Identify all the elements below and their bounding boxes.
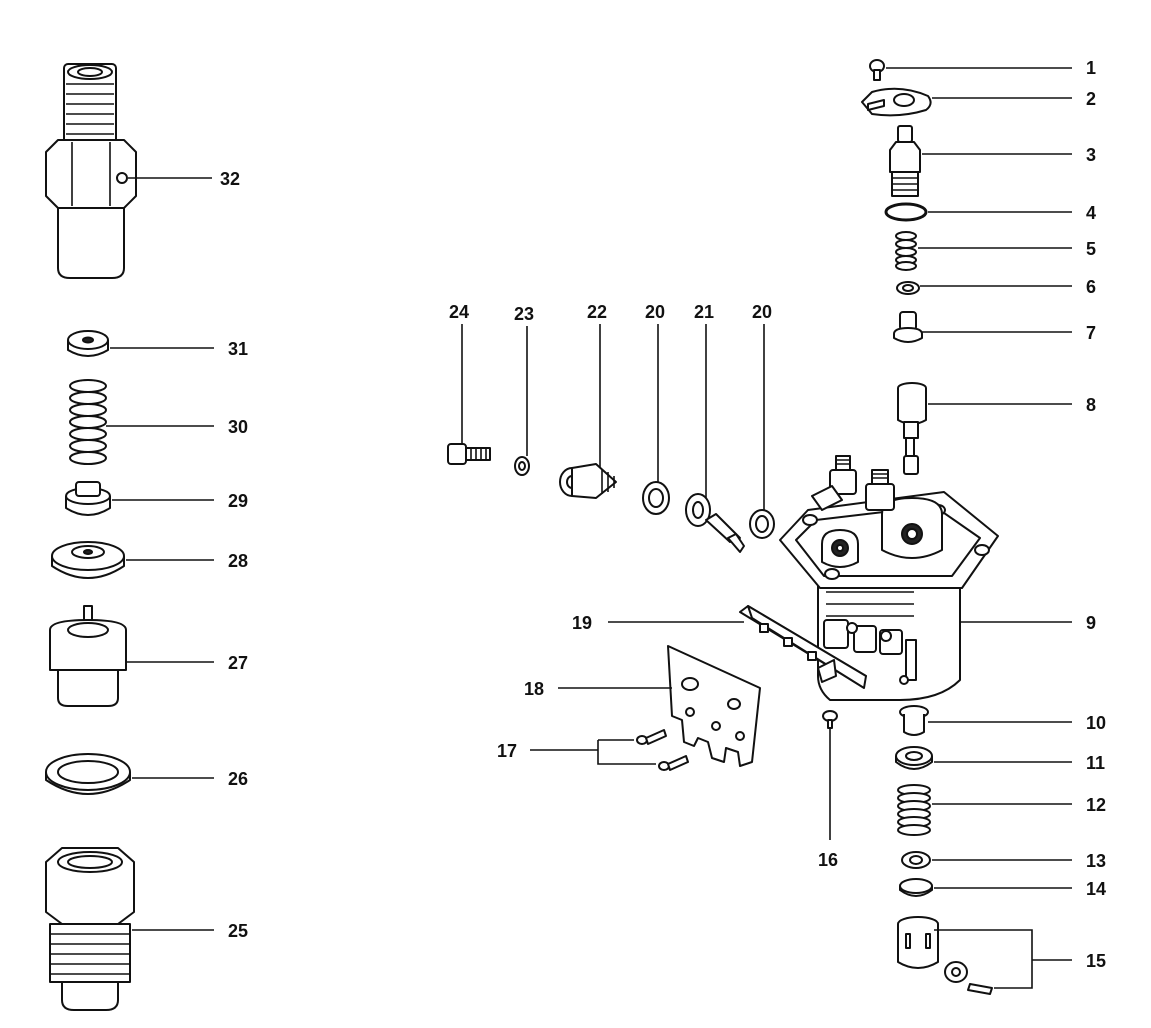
part-17-screws bbox=[636, 729, 689, 771]
part-29-spring-seat bbox=[65, 481, 111, 516]
part-5-spring bbox=[895, 231, 917, 271]
callout-30: 30 bbox=[228, 417, 248, 437]
part-28-disk bbox=[51, 541, 125, 579]
callout-3: 3 bbox=[1086, 145, 1096, 165]
leader-15 bbox=[934, 929, 1072, 989]
callout-2: 2 bbox=[1086, 89, 1096, 109]
part-3-valve-holder bbox=[889, 125, 921, 197]
part-4-o-ring bbox=[884, 202, 928, 222]
leader-17 bbox=[530, 739, 656, 765]
part-9-pump-housing bbox=[779, 455, 999, 701]
callout-14: 14 bbox=[1086, 879, 1106, 899]
callout-25: 25 bbox=[228, 921, 248, 941]
callout-27: 27 bbox=[228, 653, 248, 673]
part-25-nut bbox=[45, 847, 135, 1011]
part-20-washer-b bbox=[749, 509, 775, 539]
callout-6: 6 bbox=[1086, 277, 1096, 297]
callout-5: 5 bbox=[1086, 239, 1096, 259]
part-2-lock-plate bbox=[861, 87, 932, 117]
callout-7: 7 bbox=[1086, 323, 1096, 343]
callout-9: 9 bbox=[1086, 613, 1096, 633]
part-22-banjo-bolt bbox=[559, 463, 617, 499]
part-14-shim bbox=[899, 878, 933, 897]
callout-19: 19 bbox=[572, 613, 592, 633]
callout-12: 12 bbox=[1086, 795, 1106, 815]
callout-15: 15 bbox=[1086, 951, 1106, 971]
callout-21: 21 bbox=[694, 302, 714, 322]
callout-32: 32 bbox=[220, 169, 240, 189]
part-26-gasket bbox=[45, 753, 131, 795]
part-30-spring bbox=[69, 379, 107, 465]
callout-28: 28 bbox=[228, 551, 248, 571]
callout-26: 26 bbox=[228, 769, 248, 789]
callout-20b: 20 bbox=[752, 302, 772, 322]
part-20-washer-a bbox=[642, 481, 670, 515]
part-7-delivery-valve bbox=[893, 311, 923, 343]
callout-13: 13 bbox=[1086, 851, 1106, 871]
part-16-screw bbox=[822, 710, 838, 729]
part-27-plunger bbox=[49, 605, 127, 707]
callout-4: 4 bbox=[1086, 203, 1096, 223]
callout-18: 18 bbox=[524, 679, 544, 699]
callout-20a: 20 bbox=[645, 302, 665, 322]
callout-23: 23 bbox=[514, 304, 534, 324]
callout-10: 10 bbox=[1086, 713, 1106, 733]
part-11-ring bbox=[895, 746, 933, 770]
callout-29: 29 bbox=[228, 491, 248, 511]
part-8-plunger bbox=[897, 382, 927, 475]
part-23-washer bbox=[514, 456, 530, 476]
part-21-banjo bbox=[685, 493, 745, 553]
callout-11: 11 bbox=[1086, 753, 1105, 773]
callout-16: 16 bbox=[818, 850, 838, 870]
callout-22: 22 bbox=[587, 302, 607, 322]
callout-1: 1 bbox=[1086, 58, 1096, 78]
part-32-fitting bbox=[45, 63, 137, 279]
part-1-screw bbox=[869, 59, 885, 81]
callout-17: 17 bbox=[497, 741, 517, 761]
part-6-washer bbox=[896, 281, 920, 295]
part-12-spring bbox=[897, 784, 931, 836]
callout-31: 31 bbox=[228, 339, 248, 359]
part-18-plate bbox=[667, 645, 761, 767]
part-31-washer bbox=[67, 330, 109, 357]
callout-8: 8 bbox=[1086, 395, 1096, 415]
part-24-bolt bbox=[447, 443, 491, 465]
part-19-rack bbox=[739, 605, 867, 689]
callout-24: 24 bbox=[449, 302, 469, 322]
part-15-tappet-assembly bbox=[897, 916, 993, 995]
part-13-seat bbox=[901, 851, 931, 869]
part-10-cap bbox=[899, 705, 929, 736]
